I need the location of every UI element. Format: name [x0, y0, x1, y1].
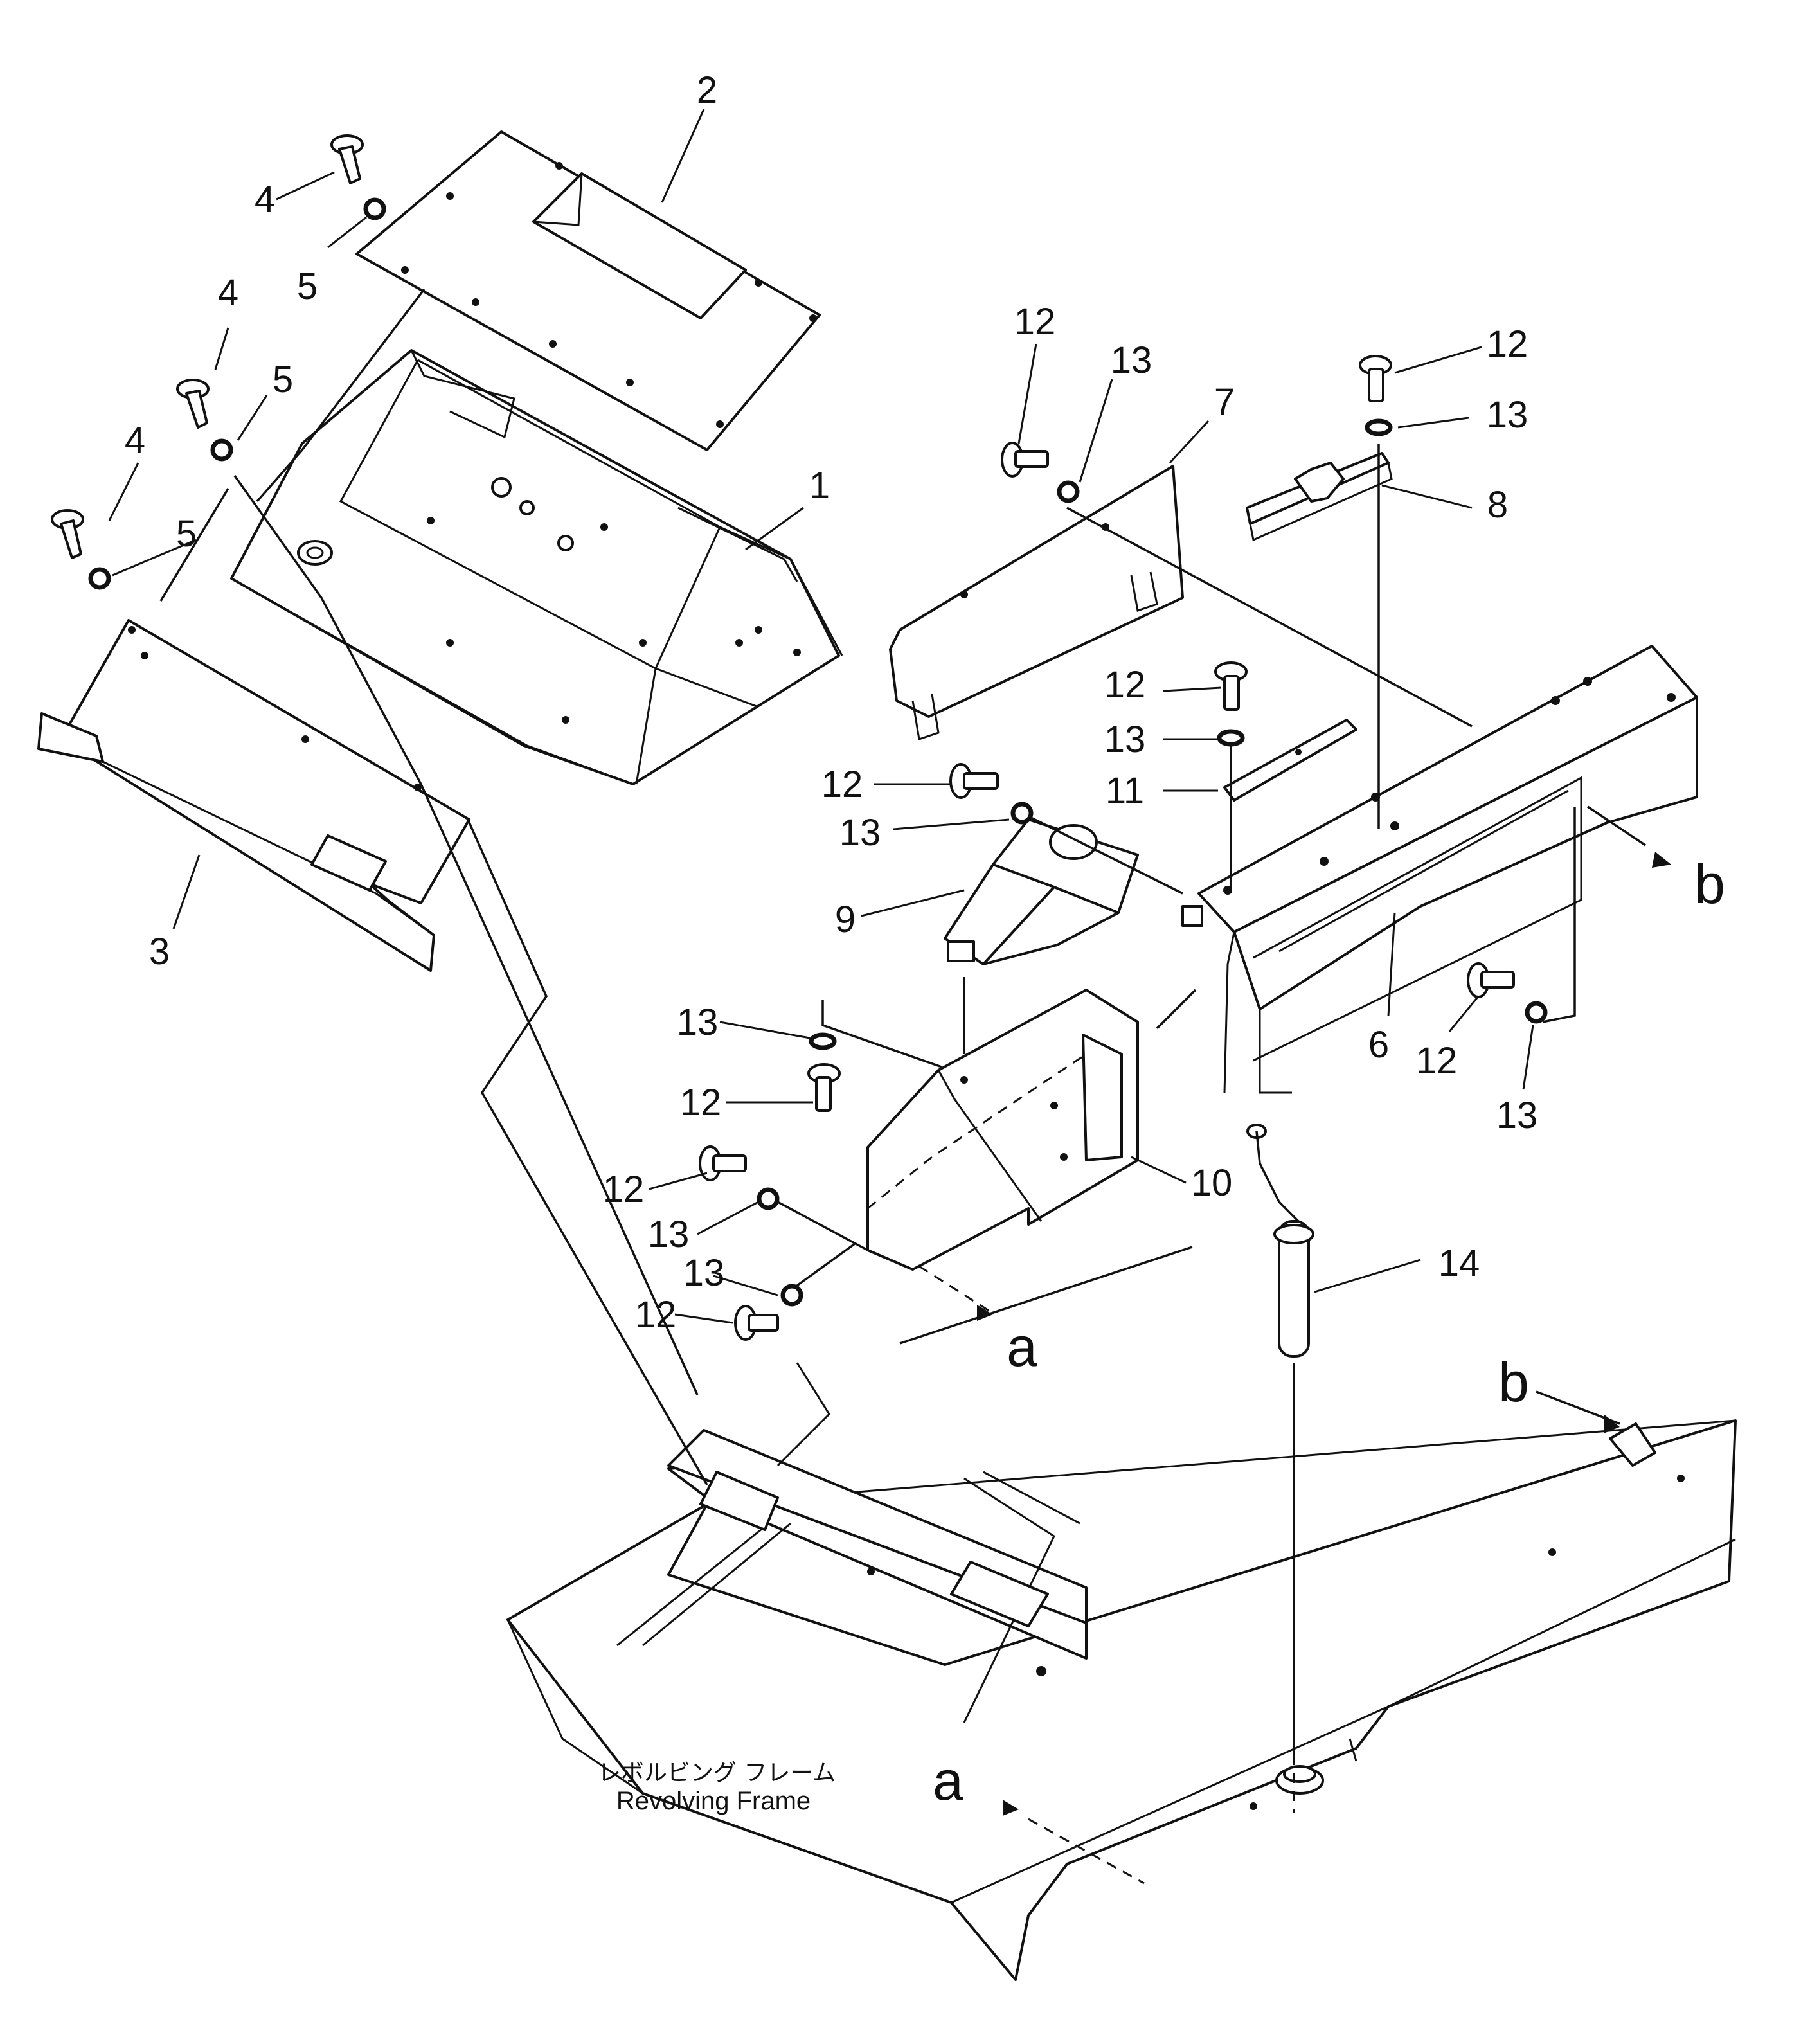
washer-icon [1057, 480, 1080, 503]
floor-plate-part-3 [37, 619, 470, 972]
callout-labels: 2 1 3 4 4 4 5 5 5 12 13 7 12 13 8 12 13 … [125, 69, 1537, 1336]
washer-icon [757, 1187, 780, 1210]
washer-icon [1365, 418, 1393, 436]
washer-icon [88, 567, 111, 590]
callout-13g: 13 [648, 1214, 690, 1255]
callout-2: 2 [697, 69, 717, 111]
bolt-icon [1001, 442, 1049, 478]
callout-4a: 4 [255, 179, 275, 220]
callout-12f: 12 [680, 1082, 722, 1124]
pin-part-14 [1246, 1124, 1314, 1358]
washer-icon [1010, 802, 1034, 825]
callout-13h: 13 [683, 1252, 725, 1294]
callout-4b: 4 [218, 272, 238, 314]
frame-caption: レボルビング フレーム Revolving Frame [598, 1760, 836, 1815]
arrowheads [977, 852, 1671, 1816]
callout-10: 10 [1191, 1162, 1233, 1204]
assembly-lines [159, 288, 1646, 1885]
bolt-icon [734, 1305, 779, 1341]
bracket-part-9 [944, 818, 1139, 965]
bolt-icon [699, 1145, 747, 1181]
callout-11: 11 [1106, 770, 1144, 812]
cover-plate-part-2 [355, 130, 821, 451]
callout-13b: 13 [1487, 394, 1528, 436]
console-frame-part-1 [230, 349, 843, 785]
callout-14: 14 [1438, 1242, 1480, 1284]
callout-5b: 5 [273, 359, 293, 400]
washer-icon [363, 197, 386, 220]
callout-leaders [108, 109, 1534, 1324]
callout-4c: 4 [125, 420, 145, 462]
callout-13f: 13 [677, 1001, 719, 1043]
strip-part-11 [1223, 719, 1357, 802]
callout-5a: 5 [297, 265, 318, 307]
box-frame-part-6 [1181, 645, 1698, 1094]
bolt-icon [1214, 661, 1248, 711]
callout-12b: 12 [1487, 323, 1528, 365]
bolt-icon [949, 763, 999, 799]
callout-5c: 5 [176, 513, 197, 555]
revolving-frame [506, 1362, 1737, 1981]
bolt-icon [1467, 962, 1515, 998]
callout-12d: 12 [821, 764, 863, 805]
cover-panel-part-7 [889, 465, 1184, 740]
washer-icon [210, 438, 233, 462]
ref-a-upper: a [1007, 1316, 1037, 1378]
callout-3: 3 [149, 931, 170, 973]
washer-icon [780, 1284, 803, 1307]
ref-b-right: b [1694, 854, 1725, 915]
bolt-icon [176, 379, 210, 429]
ref-a-lower: a [933, 1750, 963, 1812]
latch-bracket-part-8 [1246, 452, 1393, 542]
bolt-icon [807, 1063, 841, 1112]
callout-9: 9 [835, 899, 856, 940]
caption-english: Revolving Frame [616, 1787, 811, 1815]
callout-12e: 12 [1416, 1040, 1458, 1082]
callout-12c: 12 [1104, 664, 1146, 706]
bolt-icon [1359, 355, 1392, 402]
callout-12h: 12 [635, 1294, 677, 1336]
side-panel-part-10 [866, 989, 1139, 1271]
bolt-icon [330, 134, 364, 184]
callout-7: 7 [1214, 381, 1235, 423]
callout-12a: 12 [1014, 301, 1056, 343]
callout-13a: 13 [1111, 339, 1152, 381]
callout-6: 6 [1368, 1024, 1389, 1066]
caption-japanese: レボルビング フレーム [598, 1760, 836, 1786]
washer-icon [1217, 729, 1245, 747]
washer-icon [1525, 1001, 1548, 1024]
reference-letters: a b b a [933, 854, 1725, 1812]
callout-13d: 13 [839, 812, 881, 854]
callout-12g: 12 [603, 1169, 645, 1210]
ref-b-lower: b [1498, 1352, 1529, 1413]
callout-8: 8 [1487, 484, 1508, 526]
bolt-icon [51, 509, 84, 559]
washer-icon [809, 1032, 837, 1050]
callout-1: 1 [809, 465, 830, 507]
callout-13c: 13 [1104, 719, 1146, 760]
callout-13e: 13 [1496, 1095, 1538, 1136]
